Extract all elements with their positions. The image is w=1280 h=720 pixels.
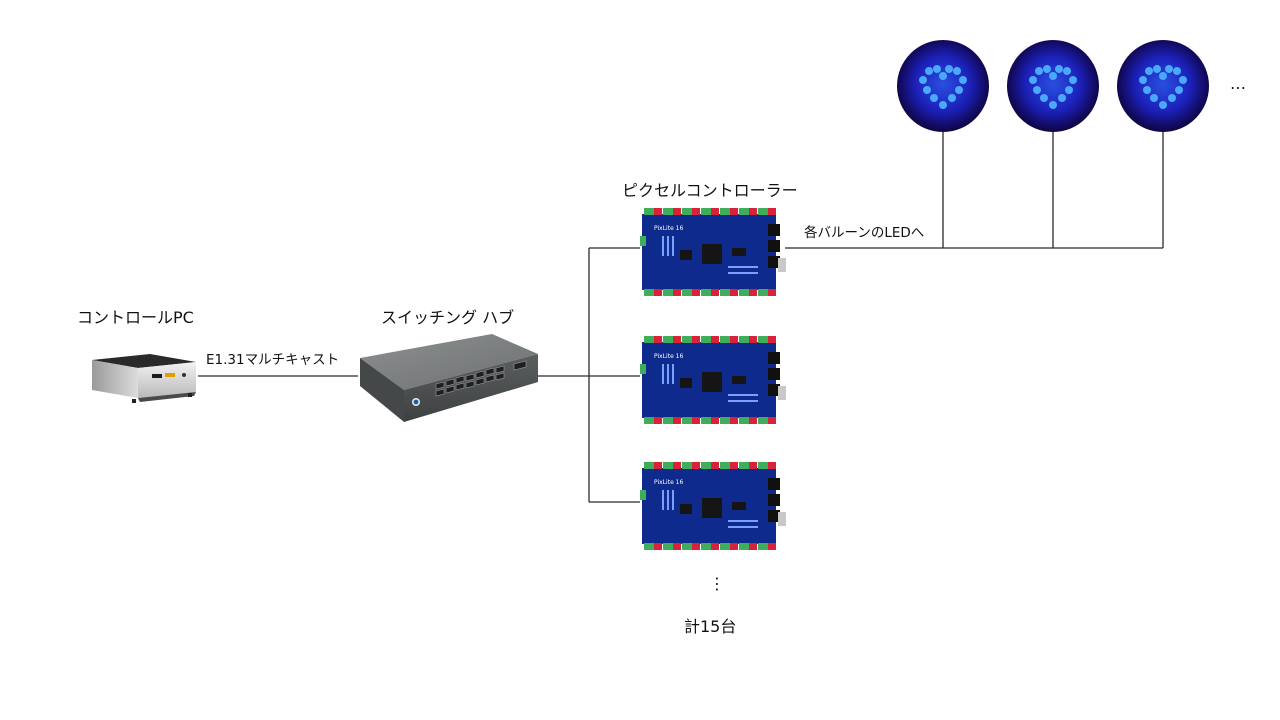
heart-led-balloon-icon: [1007, 40, 1099, 132]
switching-hub: [356, 330, 540, 428]
led-balloon-2: [1005, 38, 1101, 138]
heart-led-balloon-icon: [897, 40, 989, 132]
to-balloons-label: 各バルーンのLEDへ: [804, 225, 925, 241]
mini-pc-icon: [92, 354, 196, 403]
led-balloon-1: [895, 38, 991, 138]
board-logo-text: PixLite 16: [654, 353, 683, 360]
hub-label: スイッチング ハブ: [381, 308, 515, 327]
control-pc: [86, 352, 198, 408]
pixel-controller-board-icon: PixLite 16: [640, 336, 786, 424]
pixel-controller-board-icon: PixLite 16: [640, 208, 786, 296]
board-logo-text: PixLite 16: [654, 479, 683, 486]
protocol-label: E1.31マルチキャスト: [206, 352, 340, 368]
controller-total-label: 計15台: [684, 617, 737, 636]
network-switch-icon: [360, 334, 538, 422]
board-logo-text: PixLite 16: [654, 225, 683, 232]
controller-label: ピクセルコントローラー: [622, 181, 798, 200]
pixel-controller-2: PixLite 16: [640, 334, 788, 430]
heart-led-balloon-icon: [1117, 40, 1209, 132]
pc-label: コントロールPC: [77, 308, 194, 327]
pixel-controller-board-icon: PixLite 16: [640, 462, 786, 550]
pixel-controller-3: PixLite 16: [640, 460, 788, 556]
led-balloon-3: [1115, 38, 1211, 138]
more-controllers-ellipsis: ⋮: [709, 574, 725, 593]
pixel-controller-1: PixLite 16: [640, 206, 788, 302]
more-balloons-ellipsis: …: [1230, 74, 1246, 93]
